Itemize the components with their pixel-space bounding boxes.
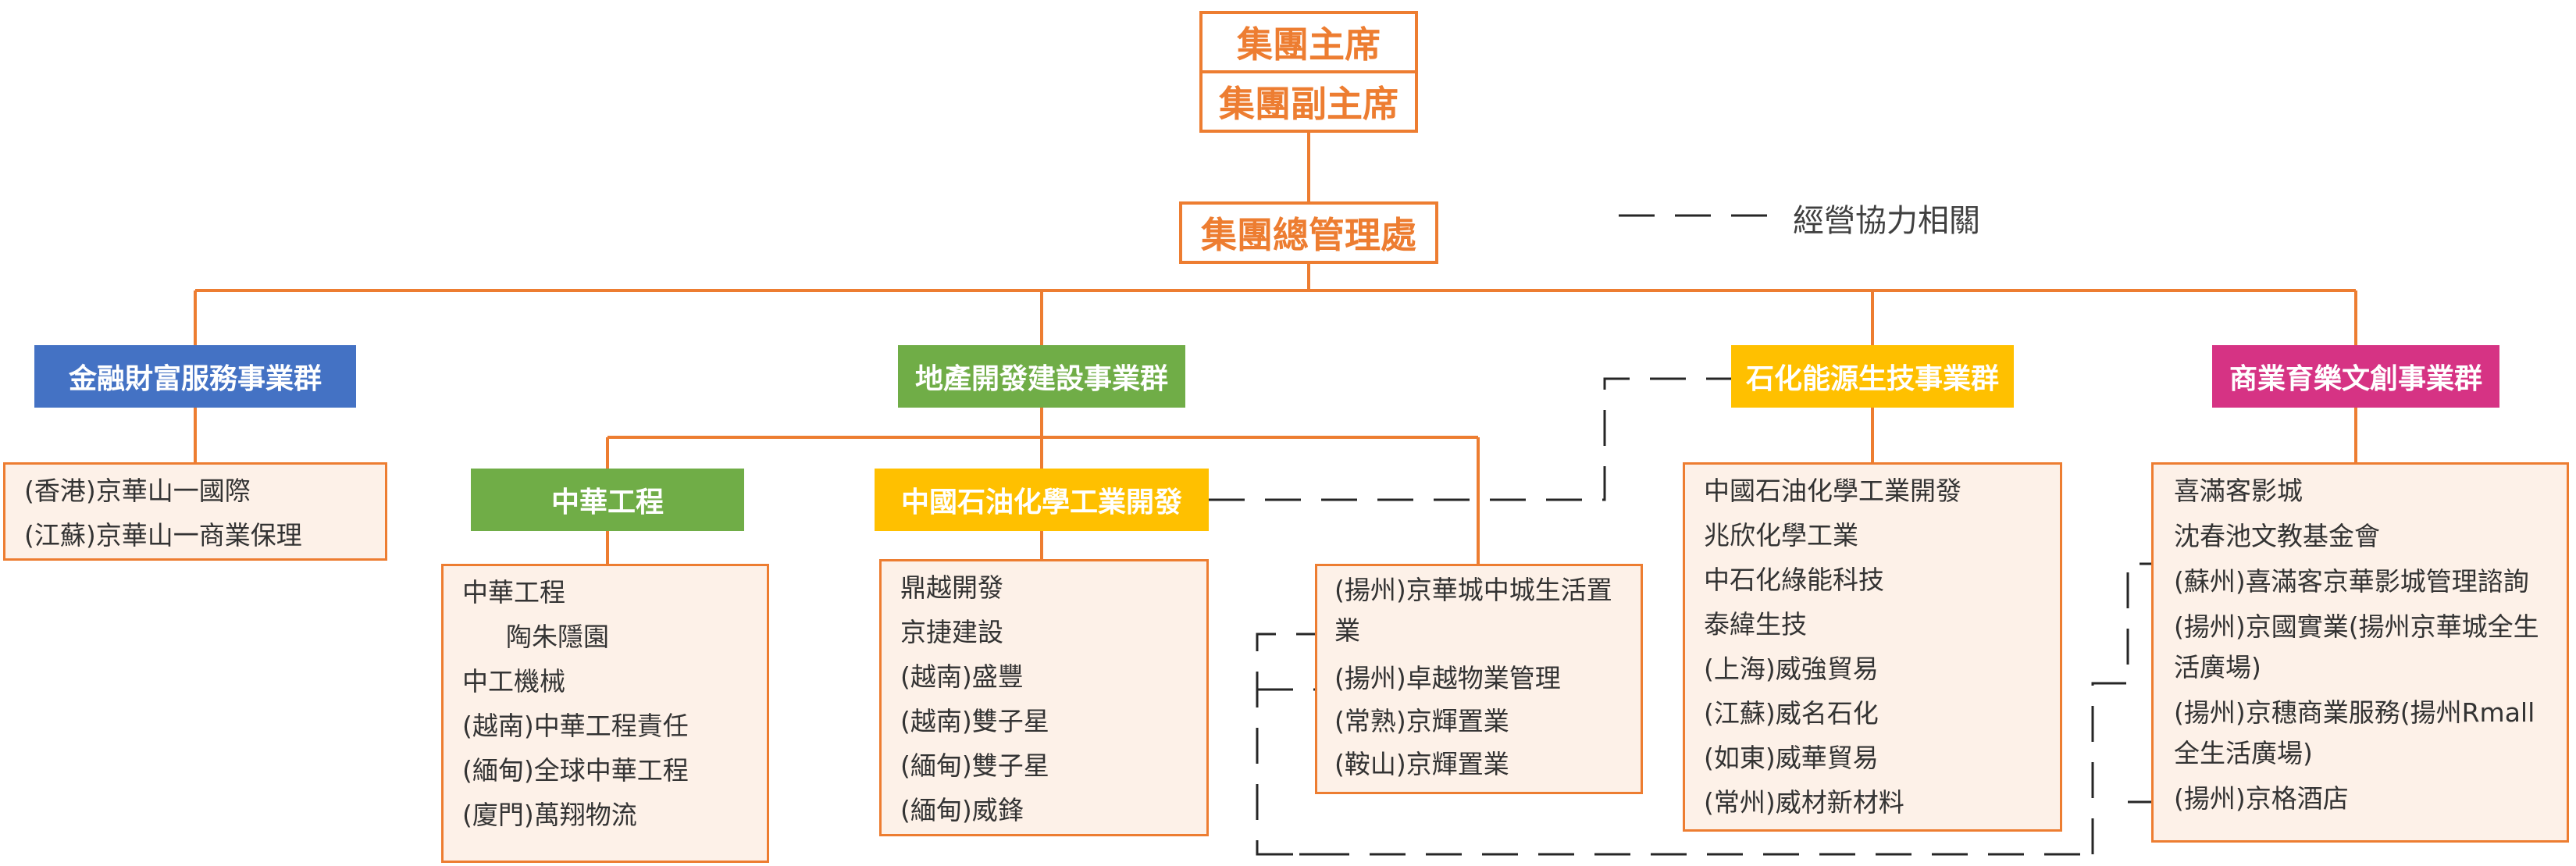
commerce-group-label: 商業育樂文創事業群	[2229, 363, 2482, 395]
legend-label: 經營協力相關	[1793, 203, 1980, 239]
list-item: (上海)威強貿易	[1704, 654, 1879, 684]
chairman-label: 集團主席	[1237, 23, 1381, 66]
list-item: (緬甸)威鋒	[900, 795, 1024, 825]
list-item: (廈門)萬翔物流	[462, 800, 637, 830]
finance-company-list: (香港)京華山一國際 (江蘇)京華山一商業保理	[3, 462, 387, 561]
list-item: 中國石油化學工業開發	[1704, 476, 1961, 506]
list-item: (揚州)京穗商業服務(揚州Rmall全生活廣場)	[2174, 697, 2535, 768]
zhonghua-company-list: 中華工程 陶朱隱園 中工機械 (越南)中華工程責任 (緬甸)全球中華工程 (廈門…	[441, 564, 769, 863]
management-label: 集團總管理處	[1201, 214, 1416, 256]
zhonghua-sub-header: 中華工程	[471, 469, 744, 531]
management-box: 集團總管理處	[1179, 201, 1438, 264]
petro-company-list: 中國石油化學工業開發 兆欣化學工業 中石化綠能科技 泰緯生技 (上海)威強貿易 …	[1683, 462, 2062, 832]
list-item: 中工機械	[462, 666, 565, 697]
cpdc-sub-header: 中國石油化學工業開發	[875, 469, 1209, 531]
list-item: (江蘇)威名石化	[1704, 698, 1879, 729]
list-item: (緬甸)全球中華工程	[462, 755, 689, 786]
vice-chairman-box: 集團副主席	[1199, 70, 1418, 133]
list-item: (蘇州)喜滿客京華影城管理諮詢	[2174, 566, 2529, 597]
finance-group-header: 金融財富服務事業群	[34, 345, 356, 408]
list-item: (越南)中華工程責任	[462, 711, 689, 741]
list-item: 中華工程	[462, 577, 565, 608]
zhonghua-sub-label: 中華工程	[550, 486, 664, 519]
list-item: (鞍山)京輝置業	[1334, 749, 1509, 779]
list-item: 喜滿客影城	[2174, 476, 2303, 506]
list-item: (越南)雙子星	[900, 706, 1049, 736]
list-item: (江蘇)京華山一商業保理	[24, 520, 302, 551]
list-item: 陶朱隱園	[506, 622, 609, 652]
list-item: (揚州)京格酒店	[2174, 783, 2349, 814]
list-item: (揚州)京國實業(揚州京華城全生活廣場)	[2174, 611, 2539, 682]
list-item: 京捷建設	[900, 617, 1003, 647]
realestate-group-label: 地產開發建設事業群	[914, 363, 1168, 395]
list-item: (如東)威華貿易	[1704, 743, 1879, 773]
vice-chairman-label: 集團副主席	[1219, 83, 1398, 125]
list-item: (揚州)卓越物業管理	[1334, 663, 1561, 693]
realestate-group-header: 地產開發建設事業群	[898, 345, 1185, 408]
list-item: 兆欣化學工業	[1704, 520, 1858, 551]
commerce-company-list: 喜滿客影城 沈春池文教基金會 (蘇州)喜滿客京華影城管理諮詢 (揚州)京國實業(…	[2151, 462, 2569, 843]
petro-group-header: 石化能源生技事業群	[1731, 345, 2014, 408]
cpdc-company-list: 鼎越開發 京捷建設 (越南)盛豐 (越南)雙子星 (緬甸)雙子星 (緬甸)威鋒	[879, 559, 1209, 836]
list-item: (香港)京華山一國際	[24, 476, 251, 506]
list-item: 鼎越開發	[900, 572, 1003, 603]
list-item: (越南)盛豐	[900, 661, 1024, 692]
yangzhou-company-list: (揚州)京華城中城生活置業 (揚州)卓越物業管理 (常熟)京輝置業 (鞍山)京輝…	[1315, 564, 1643, 794]
commerce-group-header: 商業育樂文創事業群	[2212, 345, 2499, 408]
list-item: (常熟)京輝置業	[1334, 706, 1509, 736]
finance-group-label: 金融財富服務事業群	[68, 363, 322, 395]
list-item: (常州)威材新材料	[1704, 787, 1904, 818]
list-item: 中石化綠能科技	[1704, 565, 1884, 595]
cpdc-sub-label: 中國石油化學工業開發	[900, 486, 1182, 519]
list-item: 沈春池文教基金會	[2174, 521, 2380, 551]
list-item: 泰緯生技	[1704, 609, 1807, 640]
chairman-box: 集團主席	[1199, 11, 1418, 73]
list-item: (揚州)京華城中城生活置業	[1334, 575, 1612, 646]
list-item: (緬甸)雙子星	[900, 750, 1049, 781]
petro-group-label: 石化能源生技事業群	[1745, 363, 1999, 395]
